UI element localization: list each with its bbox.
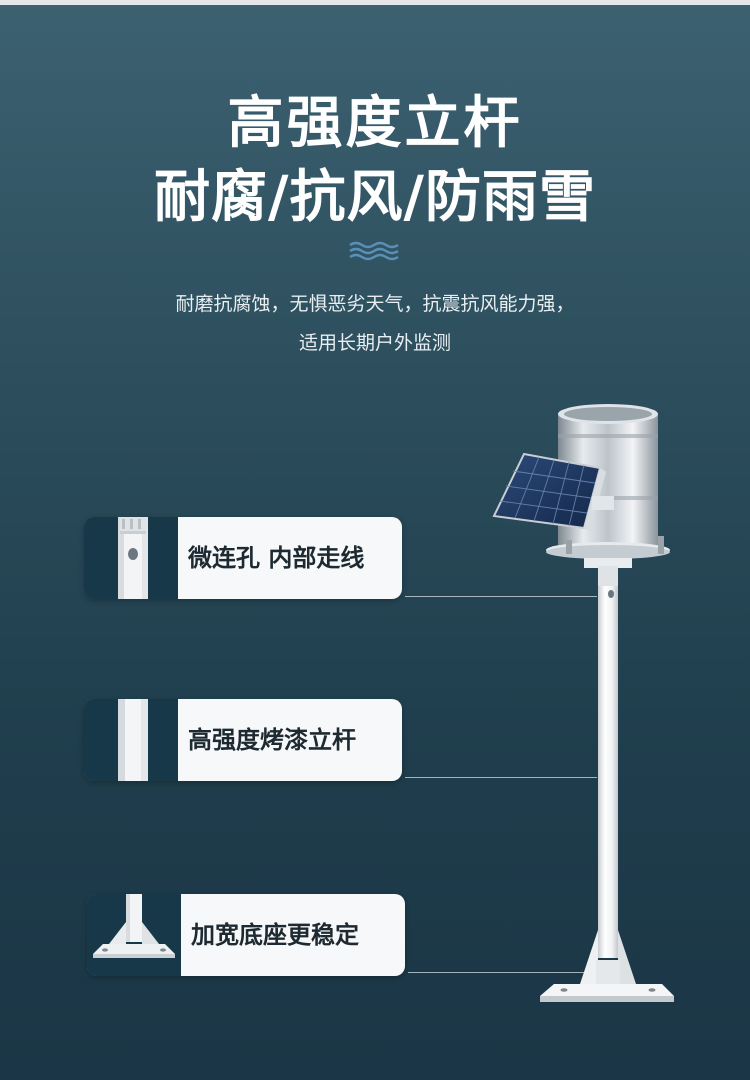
headline-line2: 耐腐/抗风/防雨雪 [154,165,596,230]
leader-line [405,777,597,778]
waves-icon [349,241,399,261]
feature-card-wide-base: 加宽底座更稳定 [87,894,405,976]
headline-line1: 高强度立杆 [227,91,523,156]
top-strip [0,0,750,5]
feature-label: 加宽底座更稳定 [191,921,359,949]
pole-base-icon [87,894,181,976]
subtitle-line2: 适用长期户外监测 [298,332,451,354]
subtitle-line1: 耐磨抗腐蚀，无惧恶劣天气，抗震抗风能力强， [175,293,575,315]
leader-line [405,596,597,597]
feature-label: 高强度烤漆立杆 [188,726,356,754]
rain-gauge-product-image [492,404,674,1002]
feature-card-wiring-hole: 微连孔 内部走线 [84,517,402,599]
feature-label: 微连孔 内部走线 [188,544,365,572]
leader-line [408,972,598,973]
feature-card-painted-pole: 高强度烤漆立杆 [84,699,402,781]
pole-hole-icon [84,517,178,599]
pole-section-icon [84,699,178,781]
